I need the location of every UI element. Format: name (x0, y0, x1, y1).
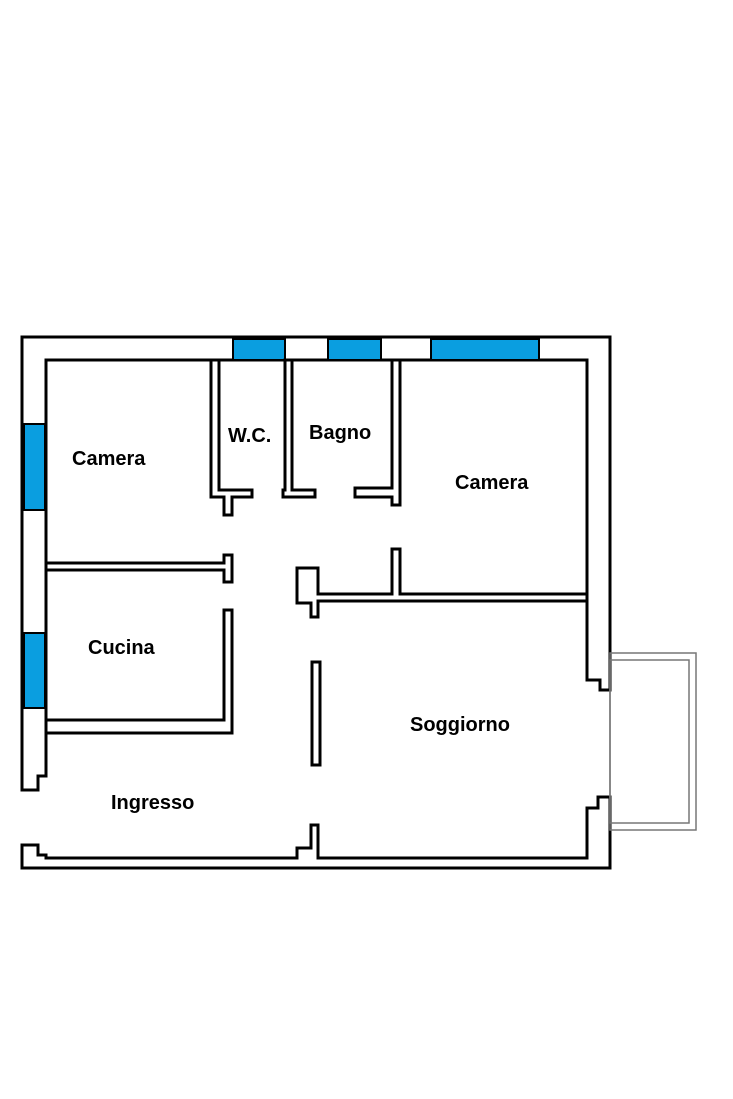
balcony (609, 652, 697, 831)
wall-wc-bagno (281, 358, 317, 499)
room-label-cucina: Cucina (88, 637, 155, 659)
balcony-inner (609, 659, 690, 824)
wall-cucina (44, 608, 234, 735)
room-label-bagno: Bagno (309, 422, 372, 444)
window (23, 423, 46, 511)
partition-wall (310, 660, 322, 767)
wall-bagno-camera (353, 358, 402, 507)
room-label-camera: Camera (72, 448, 146, 470)
room-label-wc: W.C. (228, 425, 272, 447)
window (430, 338, 540, 361)
wall-camera-cucina (44, 553, 234, 584)
wall-camera-soggiorno (295, 547, 589, 619)
window (327, 338, 382, 361)
window (23, 632, 46, 709)
window (232, 338, 286, 361)
room-label-ingresso: Ingresso (111, 792, 195, 814)
wall-camera-wc (209, 358, 254, 517)
room-label-camera-2: Camera (455, 472, 529, 494)
room-label-soggiorno: Soggiorno (410, 714, 510, 736)
